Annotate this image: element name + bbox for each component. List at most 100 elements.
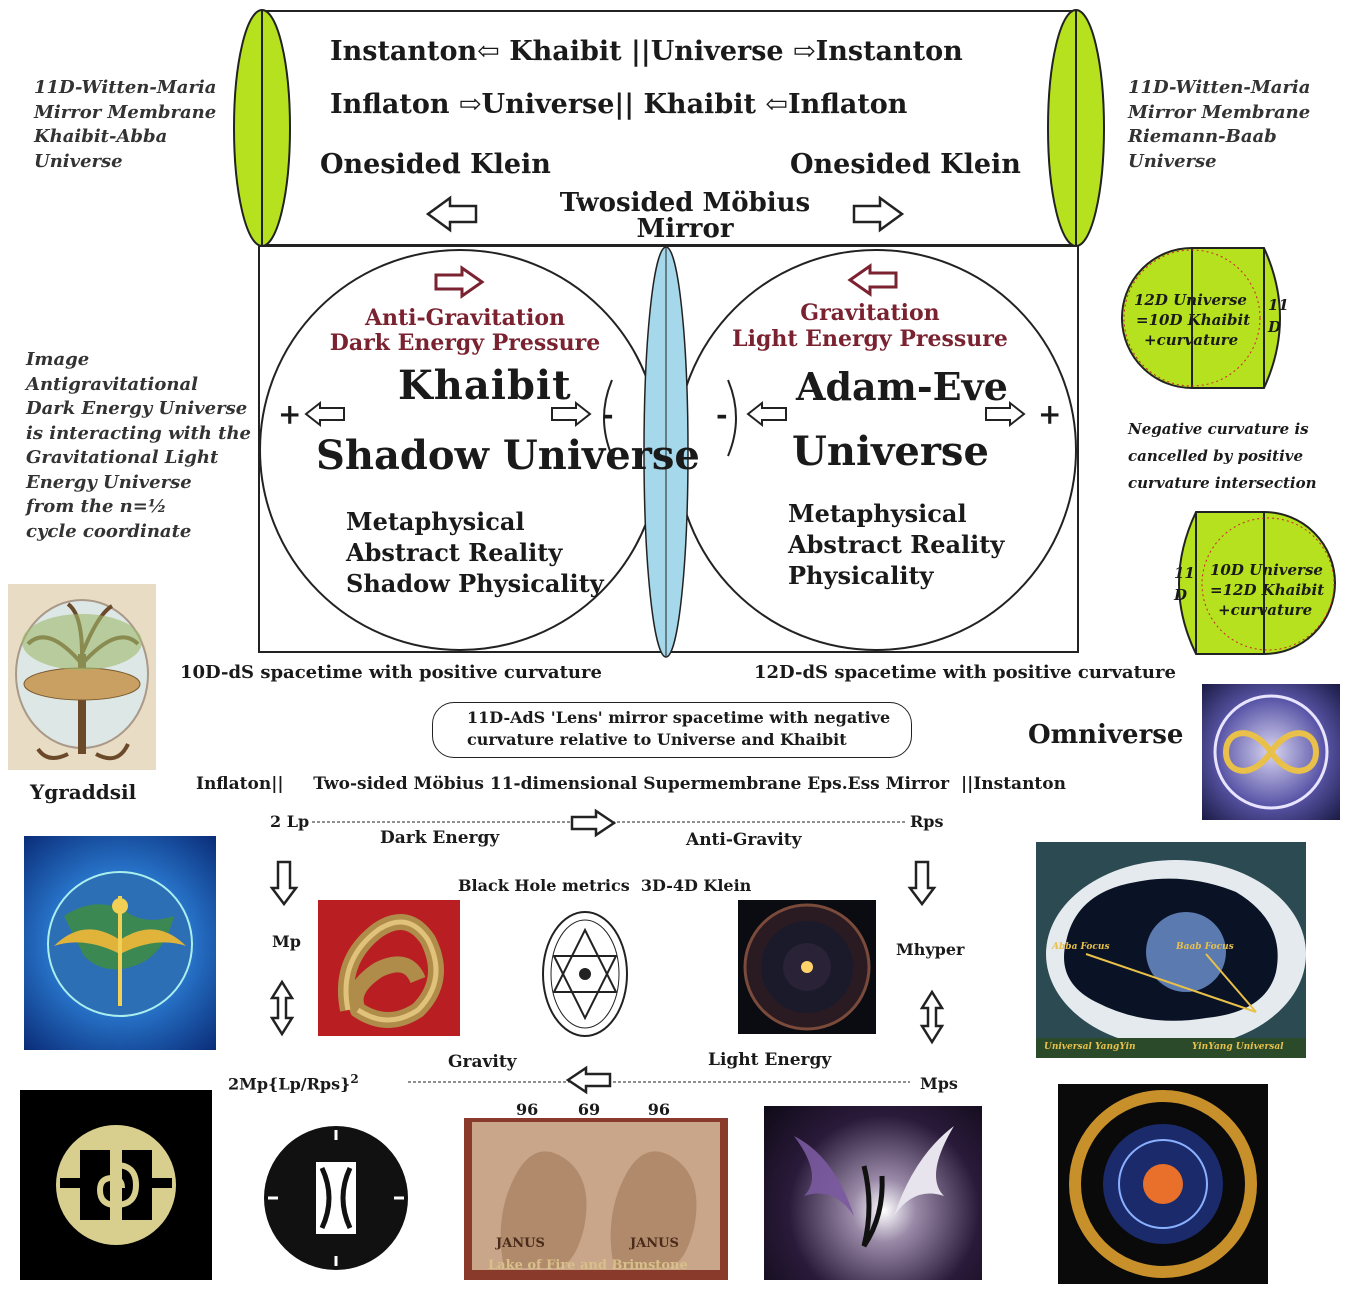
red-left-arrow: [847, 263, 898, 297]
membrane-shapes: [233, 9, 1336, 658]
twosided-line2: Mirror: [636, 214, 734, 244]
dark-energy-arrow: [570, 808, 617, 838]
flow-diagram: [269, 808, 945, 1095]
hourglass-clock-image: [262, 1124, 410, 1272]
note-line: is interacting with the: [26, 422, 251, 444]
dim-line: 11: [1174, 564, 1195, 582]
adam-eve-reality-list: Metaphysical Abstract Reality Physicalit…: [788, 498, 1004, 591]
universe-title: Universe: [792, 428, 989, 475]
dim-line: D: [1174, 586, 1188, 604]
janus-number: 96: [516, 1100, 539, 1119]
right-membrane-caption: 11D-Witten-Maria Mirror Membrane Riemann…: [1128, 76, 1310, 174]
gravitation-label: Gravitation Light Energy Pressure: [710, 300, 1030, 352]
note-line: cancelled by positive: [1128, 447, 1304, 465]
dragons-image: [764, 1106, 982, 1280]
janus-label-left: JANUS: [496, 1236, 545, 1251]
caption-line: Khaibit-Abba: [34, 126, 168, 147]
note-line: Image: [26, 349, 90, 370]
janus-image: [464, 1118, 728, 1280]
curv-line: =12D Khaibit: [1210, 581, 1325, 599]
onesided-klein-right: Onesided Klein: [790, 149, 1021, 180]
khaibit-reality-list: Metaphysical Abstract Reality Shadow Phy…: [346, 506, 604, 599]
rps-down-arrow: [907, 860, 937, 907]
adam-eve-minus-sign: -: [716, 398, 728, 431]
caption-line: Mirror Membrane: [34, 101, 217, 123]
left-hollow-arrow: [425, 195, 478, 233]
dim-line: D: [1268, 318, 1282, 336]
dim-line: 11: [1268, 296, 1289, 314]
mp-label: Mp: [272, 932, 301, 951]
formula-label: 2Mp{Lp/Rps}2: [228, 1072, 359, 1093]
cosmic-egg-image: [1036, 842, 1306, 1058]
formula-base: 2Mp{Lp/Rps}: [228, 1074, 351, 1094]
yggdrasil-image: [8, 584, 156, 770]
force-line: Light Energy Pressure: [732, 326, 1008, 352]
curv-line: 10D Universe: [1210, 561, 1323, 579]
note-line: curvature intersection: [1128, 474, 1317, 492]
kabbalah-seal-image: [538, 906, 632, 1046]
curvature-top-text: 12D Universe =10D Khaibit +curvature: [1134, 290, 1250, 350]
omniverse-label: Omniverse: [1028, 720, 1184, 750]
left-spacetime-label: 10D-dS spacetime with positive curvature: [180, 662, 602, 683]
negative-curvature-note: Negative curvature is cancelled by posit…: [1128, 416, 1317, 497]
dark-energy-label: Dark Energy: [380, 828, 500, 848]
caption-line: 11D-Witten-Maria: [1128, 77, 1311, 98]
reality-line: Shadow Physicality: [346, 569, 604, 598]
anti-gravitation-label: Anti-Gravitation Dark Energy Pressure: [300, 306, 630, 356]
ads-lens-box: 11D-AdS 'Lens' mirror spacetime with neg…: [432, 702, 912, 758]
janus-label-right: JANUS: [630, 1236, 679, 1251]
gravity-arrow: [565, 1065, 612, 1095]
twosided-line1: Twosided Möbius: [559, 188, 811, 218]
instanton-line: Instanton⇦ Khaibit ||Universe ⇨Instanton: [330, 36, 963, 67]
khaibit-plus-sign: +: [278, 398, 302, 431]
caption-line: 11D-Witten-Maria: [34, 77, 217, 98]
left-membrane-caption: 11D-Witten-Maria Mirror Membrane Khaibit…: [34, 76, 216, 174]
right-spacetime-label: 12D-dS spacetime with positive curvature: [754, 662, 1176, 683]
reality-line: Metaphysical: [788, 499, 967, 528]
egg-label-left: Abba Focus: [1052, 942, 1110, 952]
lens-line: 11D-AdS 'Lens' mirror spacetime with neg…: [467, 708, 891, 727]
curvature-bottom-dim: 11 D: [1174, 562, 1195, 606]
mhyper-label: Mhyper: [896, 940, 965, 959]
adam-eve-plus-sign: +: [1038, 398, 1062, 431]
curvature-top-dim: 11 D: [1268, 294, 1289, 338]
janus-caption: Lake of Fire and Brimstone: [488, 1258, 688, 1273]
curvature-shape-top: [1120, 247, 1281, 389]
caption-line: Universe: [34, 150, 123, 172]
egg-bottom-right: YinYang Universal: [1192, 1042, 1284, 1052]
caption-line: Riemann-Baab: [1128, 126, 1277, 147]
curvature-shape-bottom: [1178, 511, 1336, 655]
reality-line: Abstract Reality: [788, 530, 1005, 559]
gravity-label: Gravity: [448, 1052, 517, 1072]
cosmic-map-image: [738, 900, 876, 1034]
twosided-mobius-label: Twosided Möbius Mirror: [540, 190, 830, 242]
light-energy-label: Light Energy: [708, 1050, 832, 1070]
mp-updown-arrow: [269, 979, 295, 1037]
anti-gravity-label: Anti-Gravity: [686, 830, 802, 850]
egg-label-right: Baab Focus: [1176, 942, 1234, 952]
red-right-arrow: [434, 265, 485, 299]
curv-line: +curvature: [1218, 601, 1313, 619]
note-line: Gravitational Light: [26, 447, 219, 468]
black-hole-label: Black Hole metrics 3D-4D Klein: [458, 876, 752, 895]
supermembrane-line: Inflaton|| Two-sided Möbius 11-dimension…: [196, 774, 1066, 794]
force-line: Anti-Gravitation: [364, 305, 566, 331]
ouroboros-zodiac-image: [1058, 1084, 1268, 1284]
janus-number: 96: [647, 1100, 670, 1119]
adam-left-arrow: [746, 400, 787, 428]
note-line: from the n=½: [26, 496, 167, 517]
adam-eve-title: Adam-Eve: [796, 364, 1008, 409]
earth-caduceus-image: [24, 836, 216, 1050]
khaibit-minus-sign: -: [602, 398, 614, 431]
janus-numbers: 96 69 96: [516, 1100, 670, 1119]
khaibit-right-arrow: [551, 400, 592, 428]
note-line: Energy Universe: [26, 471, 192, 493]
mhyper-updown-arrow: [919, 989, 945, 1045]
reality-line: Metaphysical: [346, 507, 525, 536]
khaibit-title: Khaibit: [398, 362, 572, 409]
onesided-klein-left: Onesided Klein: [320, 149, 551, 180]
right-hollow-arrow: [852, 195, 905, 233]
inflaton-line: Inflaton ⇨Universe|| Khaibit ⇦Inflaton: [330, 89, 908, 120]
note-line: Negative curvature is: [1128, 420, 1309, 438]
reality-line: Physicality: [788, 561, 934, 590]
